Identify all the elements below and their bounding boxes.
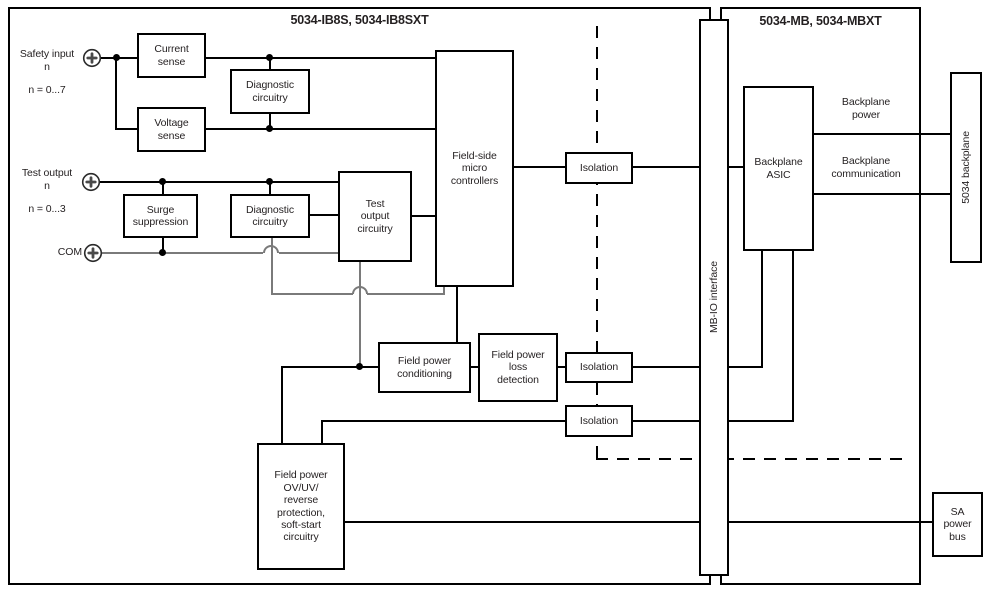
wire-voltage-sense-out [206,128,435,130]
block-isolation-3: Isolation [565,405,633,437]
wire-return-fsmc [443,287,445,295]
wire-hop-com [263,245,279,253]
wire-diag1-in [269,57,271,70]
com-terminal-icon [83,243,103,263]
block-backplane-asic: Backplane ASIC [743,86,814,251]
block-isolation-2: Isolation [565,352,633,383]
block-surge-suppression: Surge suppression [123,194,198,238]
wire-asic-down2 [792,251,794,422]
wire-surge-com [162,238,164,254]
test-output-label: Test output n [21,167,73,193]
safety-input-range: n = 0...7 [28,84,66,96]
wire-mbio-asic [729,166,743,168]
wire-sa-power-right [729,521,932,523]
test-output-terminal-icon [81,172,101,192]
wire-return-b [367,293,445,295]
safety-input-label: Safety input n [19,48,75,74]
wire-com-b [279,252,338,254]
wire-asic-down1 [761,251,763,368]
com-label: COM [57,246,82,258]
wire-sa-power-left [345,521,699,523]
wire-fpc-fpld [471,366,478,368]
mb-io-interface-label: MB-IO interface [707,261,720,334]
block-5034-backplane: 5034 backplane [950,72,982,263]
junction-test-diag2 [266,178,273,185]
block-field-power-conditioning: Field power conditioning [378,342,471,393]
wire-fpc-in [281,366,378,368]
block-field-power-loss-detection: Field power loss detection [478,333,558,402]
wire-fsmc-fpc [456,287,458,342]
wire-ovuv-branch2 [321,422,323,443]
wire-backplane-communication [814,193,950,195]
wire-com-a [102,252,263,254]
junction-current-diag1 [266,54,273,61]
wire-diag2-down [271,238,273,295]
wire-backplane-power [814,133,950,135]
junction-test-surge [159,178,166,185]
block-current-sense: Current sense [137,33,206,78]
backplane-power-label: Backplane power [841,96,891,122]
block-voltage-sense: Voltage sense [137,107,206,152]
wire-test-output [99,181,338,183]
right-module-title: 5034-MB, 5034-MBXT [759,14,882,28]
wire-fpld-isolation2 [558,366,565,368]
wire-fsmc-isolation1 [514,166,565,168]
wire-diag1-out [269,113,271,129]
wire-surge-in [162,181,164,194]
junction-voltage-diag1 [266,125,273,132]
wire-diag2-toc [310,214,338,216]
wire-hop-return [352,286,368,294]
wire-ovuv-branch1 [281,366,283,445]
wire-isolation1-mbio [633,166,699,168]
left-module-title: 5034-IB8S, 5034-IB8SXT [290,13,429,27]
block-field-side-micro-controllers: Field-side micro controllers [435,50,514,287]
test-output-range: n = 0...3 [28,203,66,215]
wire-isolation2-mbio [633,366,699,368]
wire-current-sense-out [206,57,435,59]
wire-ovuv-isolation3 [321,420,565,422]
block-field-power-protection: Field power OV/UV/ reverse protection, s… [257,443,345,570]
block-diagnostic-circuitry-1: Diagnostic circuitry [230,69,310,114]
wire-voltage-sense-in [115,128,137,130]
block-diagnostic-circuitry-2: Diagnostic circuitry [230,194,310,238]
isolation-boundary-horizontal [596,458,903,460]
safety-input-terminal-icon [82,48,102,68]
isolation-boundary-vertical [596,26,598,460]
block-mb-io-interface: MB-IO interface [699,19,729,576]
wire-isolation3-mbio [633,420,699,422]
junction-safety [113,54,120,61]
backplane-5034-label: 5034 backplane [959,131,972,204]
junction-field-power [356,363,363,370]
wire-return-a [271,293,353,295]
block-test-output-circuitry: Test output circuitry [338,171,412,262]
junction-com-surge [159,249,166,256]
block-isolation-1: Isolation [565,152,633,184]
wire-mbio-asic-power [729,366,762,368]
wire-toc-down [359,262,361,368]
wire-diag2-in [269,181,271,194]
block-sa-power-bus: SA power bus [932,492,983,557]
backplane-communication-label: Backplane communication [831,155,901,181]
wire-safety-branch [115,57,117,130]
wire-toc-fsmc [412,215,435,217]
wire-mbio-asic-power2 [729,420,793,422]
